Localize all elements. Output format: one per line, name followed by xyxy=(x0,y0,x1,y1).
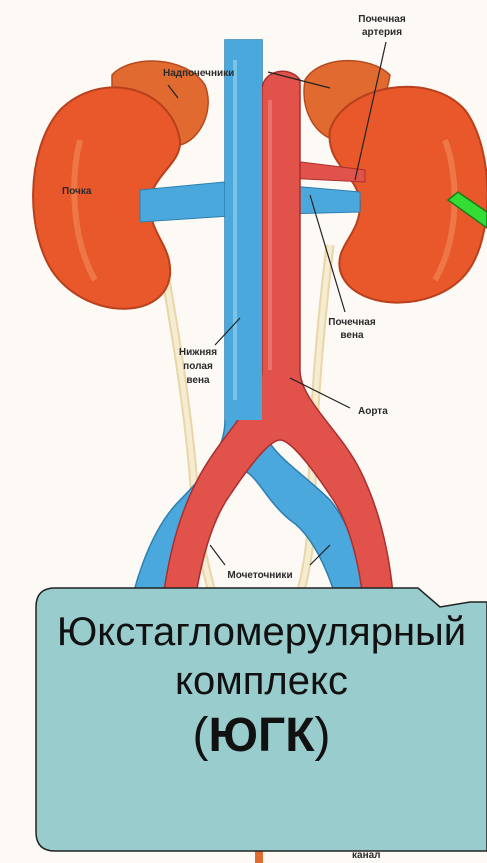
callout-paren-open: ( xyxy=(193,709,209,762)
callout-line-1: Юкстагломерулярный xyxy=(36,608,487,656)
callout-text: Юкстагломерулярный комплекс (ЮГК) xyxy=(36,600,487,766)
label-renal-artery-2: артерия xyxy=(362,27,402,38)
callout-abbreviation: ЮГК xyxy=(208,709,314,762)
label-renal-artery-1: Почечная xyxy=(358,14,406,25)
label-ivc-1: Нижняя xyxy=(179,347,217,358)
callout-line-3: (ЮГК) xyxy=(36,706,487,766)
label-adrenal-glands: Надпочечники xyxy=(163,68,234,79)
label-ivc-2: полая xyxy=(183,361,213,372)
label-kidney: Почка xyxy=(62,186,92,197)
label-ivc-3: вена xyxy=(186,375,210,386)
label-ureters: Мочеточники xyxy=(227,570,292,581)
callout-line-2: комплекс xyxy=(36,656,487,706)
callout-paren-close: ) xyxy=(315,709,331,762)
label-aorta: Аорта xyxy=(358,406,388,417)
label-renal-vein-1: Почечная xyxy=(328,317,376,328)
label-renal-vein-2: вена xyxy=(340,330,364,341)
